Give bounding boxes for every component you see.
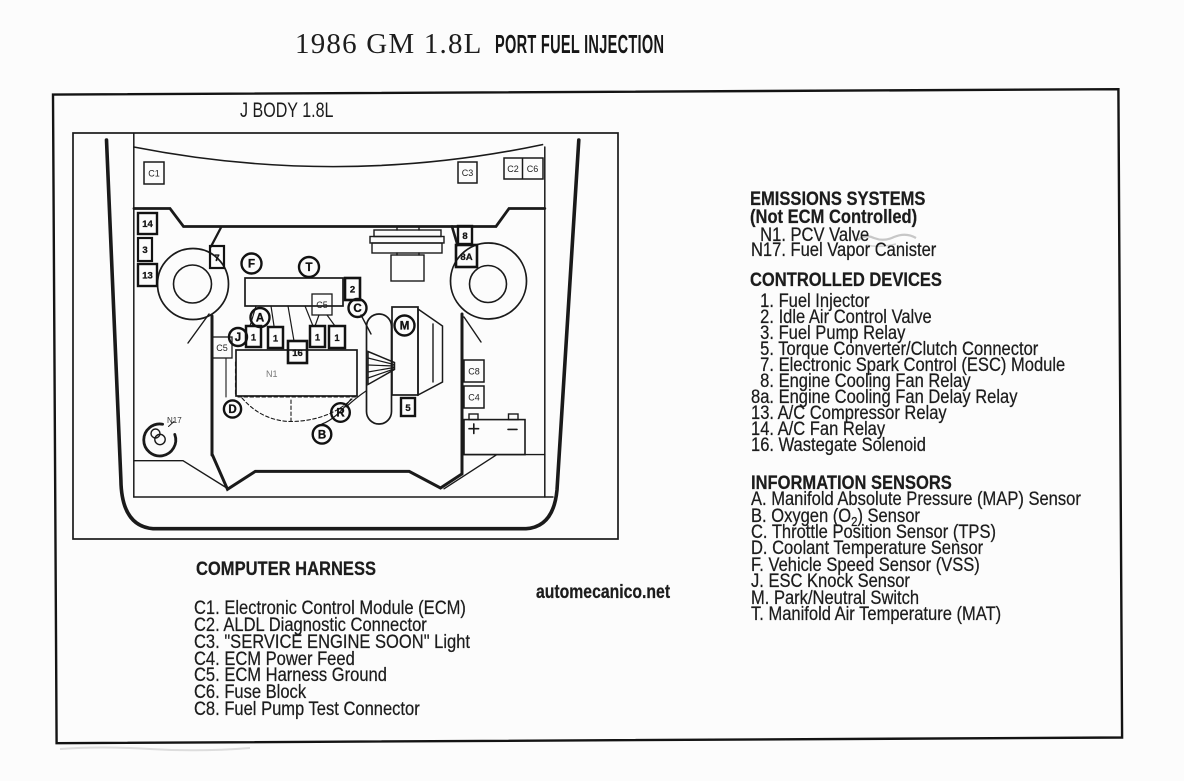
svg-text:7: 7 bbox=[214, 253, 219, 264]
svg-text:C: C bbox=[353, 303, 361, 315]
svg-text:1: 1 bbox=[315, 333, 321, 344]
svg-text:T: T bbox=[305, 262, 312, 274]
svg-text:C5: C5 bbox=[216, 343, 228, 353]
svg-text:D: D bbox=[228, 404, 236, 416]
svg-text:F: F bbox=[248, 259, 255, 271]
svg-text:B: B bbox=[318, 430, 326, 442]
svg-text:C5: C5 bbox=[316, 300, 328, 310]
svg-text:16: 16 bbox=[292, 348, 303, 359]
svg-text:14: 14 bbox=[142, 219, 153, 230]
svg-text:C3: C3 bbox=[462, 168, 474, 178]
svg-text:8A: 8A bbox=[460, 252, 472, 263]
svg-text:N1: N1 bbox=[266, 369, 278, 379]
svg-text:N17: N17 bbox=[167, 416, 182, 425]
svg-text:1: 1 bbox=[251, 333, 257, 344]
svg-text:C1: C1 bbox=[148, 169, 160, 179]
svg-text:5: 5 bbox=[405, 403, 411, 414]
svg-text:C8: C8 bbox=[468, 367, 480, 377]
svg-text:1: 1 bbox=[334, 333, 340, 344]
svg-text:3: 3 bbox=[142, 245, 147, 256]
svg-text:J: J bbox=[235, 332, 241, 344]
svg-text:13: 13 bbox=[142, 271, 153, 282]
svg-text:C6: C6 bbox=[527, 164, 539, 174]
svg-text:A: A bbox=[256, 313, 264, 325]
svg-text:M: M bbox=[400, 321, 410, 333]
svg-text:2: 2 bbox=[350, 285, 355, 296]
svg-text:1: 1 bbox=[273, 334, 279, 345]
svg-text:8: 8 bbox=[462, 231, 467, 242]
svg-text:C4: C4 bbox=[468, 393, 480, 403]
svg-text:R: R bbox=[336, 408, 345, 420]
svg-text:C2: C2 bbox=[507, 164, 519, 174]
